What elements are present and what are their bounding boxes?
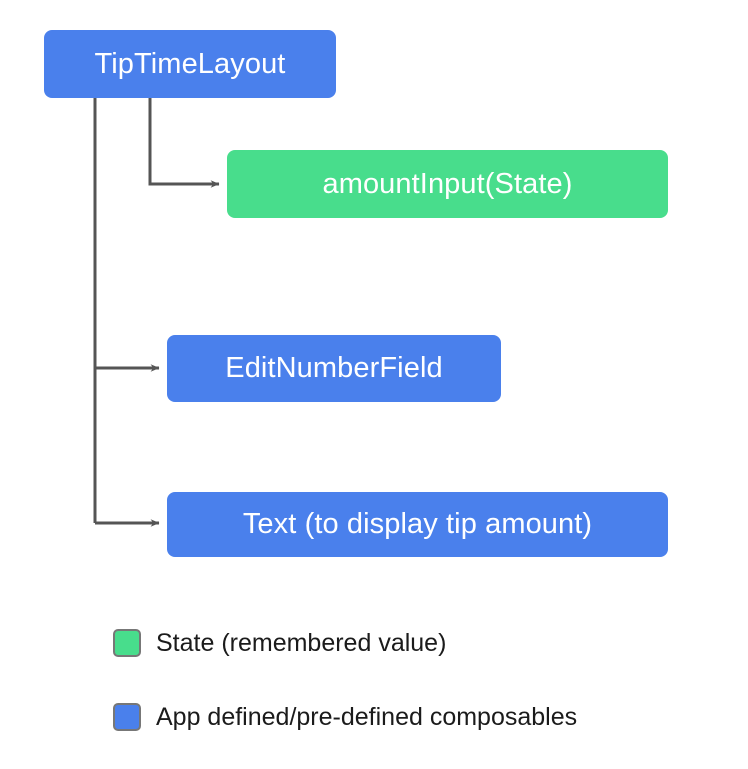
legend-label-composables: App defined/pre-defined composables (156, 702, 578, 731)
node-editnumberfield-label: EditNumberField (225, 352, 443, 384)
legend-item-composables: App defined/pre-defined composables (113, 697, 577, 737)
edge-tiptimelayout-to-amountinput (148, 98, 220, 188)
node-tiptimelayout[interactable]: TipTimeLayout (44, 30, 336, 98)
node-editnumberfield[interactable]: EditNumberField (167, 335, 501, 402)
node-text-display-label: Text (to display tip amount) (242, 508, 593, 540)
legend: State (remembered value) App defined/pre… (113, 623, 577, 737)
node-text-display[interactable]: Text (to display tip amount) (167, 492, 668, 557)
node-amountinput[interactable]: amountInput(State) (227, 150, 668, 218)
legend-swatch-composables-icon (113, 703, 141, 731)
legend-swatch-state-icon (113, 629, 141, 657)
node-amountinput-label: amountInput(State) (322, 167, 573, 200)
legend-label-state: State (remembered value) (156, 628, 447, 657)
legend-item-state: State (remembered value) (113, 623, 577, 663)
node-tiptimelayout-label: TipTimeLayout (94, 47, 286, 80)
